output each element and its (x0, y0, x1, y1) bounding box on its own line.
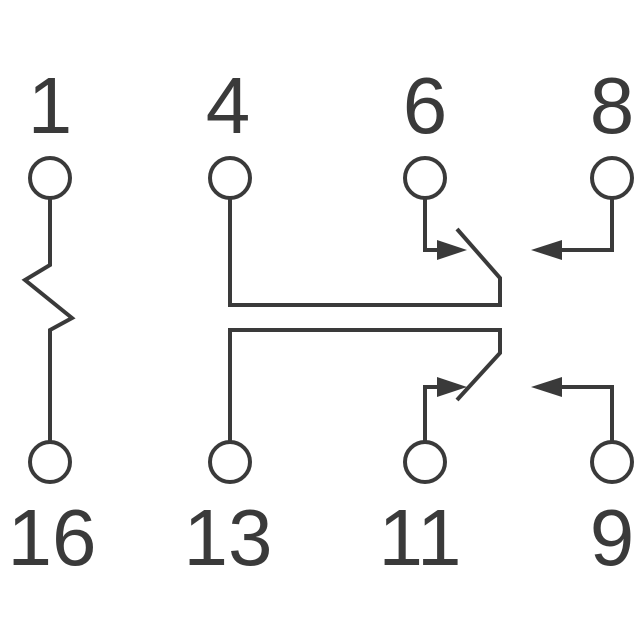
common-contact-bottom (228, 328, 502, 442)
pin-label-9: 9 (589, 493, 635, 582)
pin-label-8: 8 (589, 61, 635, 150)
pin-label-6: 6 (402, 61, 448, 150)
common-contact-top (228, 198, 502, 307)
pin-label-11: 11 (378, 493, 462, 582)
coil (21, 198, 76, 442)
arrow-left-icon (531, 377, 562, 397)
pin-label-4: 4 (205, 61, 251, 150)
pin9-lead (555, 385, 614, 442)
pin8-lead (555, 198, 614, 252)
arrow-right-icon (437, 240, 467, 260)
pin-label-16: 16 (7, 493, 97, 582)
arrow-left-icon (531, 240, 562, 260)
pin-terminals (28, 156, 634, 484)
arrow-right-icon (437, 377, 467, 397)
pin-label-1: 1 (27, 61, 73, 150)
pin-label-13: 13 (183, 493, 273, 582)
